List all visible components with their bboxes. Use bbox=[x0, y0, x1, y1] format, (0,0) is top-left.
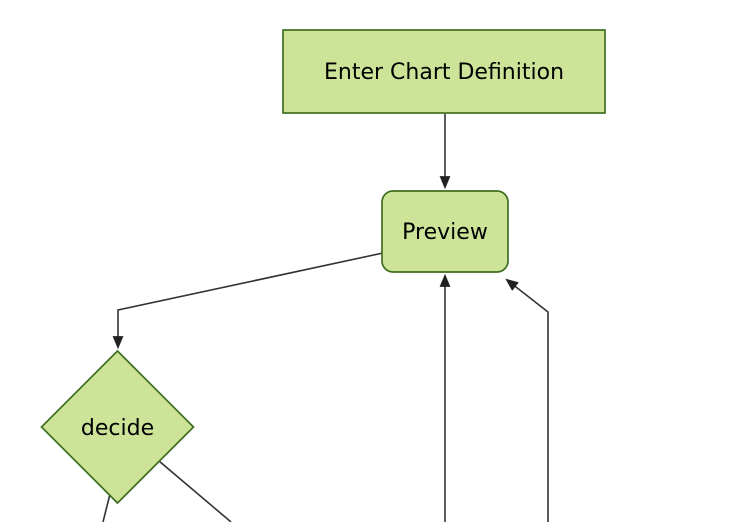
edge-decide-to-offscreen-right bbox=[158, 460, 232, 522]
edge-decide-to-offscreen-left bbox=[102, 493, 111, 522]
node-enter-chart-definition-shape bbox=[282, 29, 606, 114]
node-enter-chart-definition: Enter Chart Definition bbox=[282, 29, 606, 114]
node-enter-chart-definition-label: Enter Chart Definition bbox=[324, 60, 564, 85]
edge-preview-to-decide bbox=[112, 252, 384, 350]
node-preview-shape bbox=[381, 190, 509, 273]
node-preview-label: Preview bbox=[402, 220, 488, 245]
node-preview: Preview bbox=[381, 190, 509, 273]
node-decide-shape bbox=[40, 349, 195, 505]
node-decide-label: decide bbox=[81, 416, 154, 441]
edge-offscreen-to-preview-right bbox=[505, 278, 549, 522]
node-decide: decide bbox=[40, 349, 195, 505]
